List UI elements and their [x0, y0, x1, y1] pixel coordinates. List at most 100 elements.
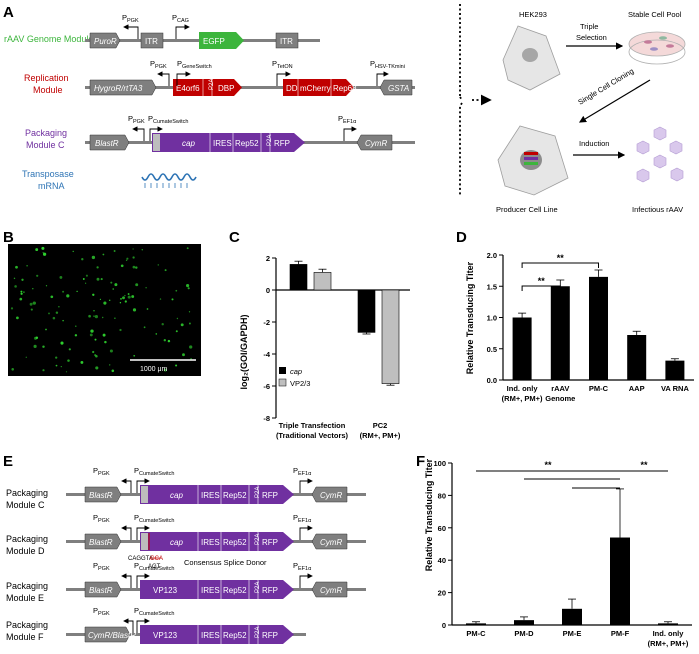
y-tick-label: 80 [438, 491, 446, 500]
y-tick-label: 1.0 [487, 314, 497, 323]
chart-c-xlabel-2: PC2 [373, 421, 388, 430]
gfp-spot [131, 295, 135, 298]
gfp-spot [164, 269, 167, 272]
splice-sequence: CAGGTA [128, 556, 153, 562]
gfp-spot [42, 345, 45, 348]
svg-text:Packaging: Packaging [6, 488, 48, 498]
splice-struck-sequence: GCA [150, 556, 163, 562]
panel-letter-e: E [3, 453, 13, 470]
svg-text:IRES: IRES [201, 586, 220, 595]
chart-d-ylabel: Relative Transducing Titer [465, 261, 475, 374]
legend-vp23-swatch [278, 378, 287, 387]
chart-c-xlabel-1b: (Traditional Vectors) [276, 431, 349, 440]
svg-text:HEK293: HEK293 [519, 10, 547, 19]
panel-letter-c: C [229, 229, 240, 246]
svg-text:CumateSwitch: CumateSwitch [139, 518, 174, 524]
svg-text:GeneSwitch: GeneSwitch [182, 64, 212, 70]
svg-text:EF1α: EF1α [343, 119, 357, 125]
gfp-spot [163, 339, 166, 342]
svg-text:Rep52: Rep52 [223, 491, 247, 500]
x-label: AAP [629, 384, 645, 393]
gfp-spot [146, 308, 149, 310]
x-label: PM-C [466, 629, 486, 638]
gfp-spot [58, 306, 60, 308]
gfp-spot [126, 257, 129, 260]
svg-text:Module F: Module F [6, 632, 44, 642]
y-tick-label: -6 [263, 382, 270, 391]
gfp-spot [94, 315, 98, 319]
svg-text:RFP: RFP [262, 631, 278, 640]
svg-text:BlastR: BlastR [89, 586, 113, 595]
y-tick-label: 0 [266, 286, 270, 295]
x-label: PM-F [611, 629, 630, 638]
gfp-spot [23, 291, 25, 293]
dotted-bracket [459, 4, 463, 196]
y-tick-label: -8 [263, 414, 270, 423]
gfp-spot [114, 283, 118, 287]
gfp-spot [50, 295, 54, 299]
gfp-spot [95, 366, 99, 370]
svg-text:RFP: RFP [274, 139, 290, 148]
legend-cap-swatch [279, 367, 286, 374]
gfp-spot [109, 349, 113, 353]
svg-text:BlastR: BlastR [89, 538, 113, 547]
gfp-spot [20, 292, 23, 295]
chart-c-ylabel: log₂(GOI/GAPDH) [239, 315, 249, 390]
gfp-spot [16, 316, 19, 320]
gfp-spot [119, 302, 122, 304]
gfp-spot [42, 251, 44, 254]
gfp-spot [32, 287, 34, 290]
svg-text:TetON: TetON [277, 64, 293, 70]
svg-text:Infectious rAAV: Infectious rAAV [632, 205, 683, 214]
gfp-spot [13, 277, 16, 280]
gfp-spot [109, 364, 111, 366]
gfp-spot [45, 328, 47, 331]
gfp-spot [82, 278, 85, 280]
svg-text:Module D: Module D [6, 546, 45, 556]
gfp-spot [119, 328, 122, 332]
mrna-squiggle [141, 173, 197, 181]
svg-text:ITR: ITR [145, 37, 158, 46]
svg-text:DBP: DBP [218, 84, 234, 93]
svg-text:CymR: CymR [320, 586, 342, 595]
significance-label: ** [640, 460, 648, 470]
svg-text:Producer Cell Line: Producer Cell Line [496, 205, 558, 214]
svg-text:PGK: PGK [155, 64, 167, 70]
gfp-spot [62, 290, 65, 293]
gfp-spot [96, 266, 99, 269]
module-label-replication-2: Module [33, 85, 63, 95]
gfp-spot [163, 368, 167, 372]
panel-letter-b: B [3, 229, 14, 246]
svg-text:ITR: ITR [280, 37, 293, 46]
gfp-spot [92, 350, 95, 354]
svg-text:PuroR: PuroR [94, 37, 117, 46]
svg-text:EF1α: EF1α [298, 518, 312, 524]
bar-VP2/3-0 [313, 272, 332, 291]
svg-text:PGK: PGK [98, 566, 110, 572]
significance-bracket [521, 285, 561, 291]
y-tick-label: 100 [433, 459, 446, 468]
svg-text:P: P [272, 59, 277, 68]
gfp-spot [111, 369, 115, 373]
svg-text:P: P [293, 513, 298, 522]
gfp-spot [15, 265, 18, 269]
gfp-spot [94, 338, 97, 341]
aav-particles-icon [636, 126, 684, 183]
svg-text:IRES: IRES [201, 491, 220, 500]
svg-text:DD: DD [286, 84, 298, 93]
gfp-spot [93, 310, 95, 312]
gfp-spot [108, 299, 111, 302]
y-tick-label: -4 [263, 350, 270, 359]
svg-text:VP123: VP123 [153, 586, 178, 595]
bar-0 [512, 317, 532, 380]
y-tick-label: -2 [263, 318, 270, 327]
cell-dish-icon [628, 31, 686, 65]
gfp-spot [132, 256, 135, 259]
x-label: VA RNA [661, 384, 690, 393]
svg-text:EF1α: EF1α [298, 566, 312, 572]
gfp-spot [176, 317, 179, 320]
gfp-spot [114, 317, 116, 320]
gfp-spot [124, 300, 127, 303]
svg-text:Module E: Module E [6, 593, 44, 603]
